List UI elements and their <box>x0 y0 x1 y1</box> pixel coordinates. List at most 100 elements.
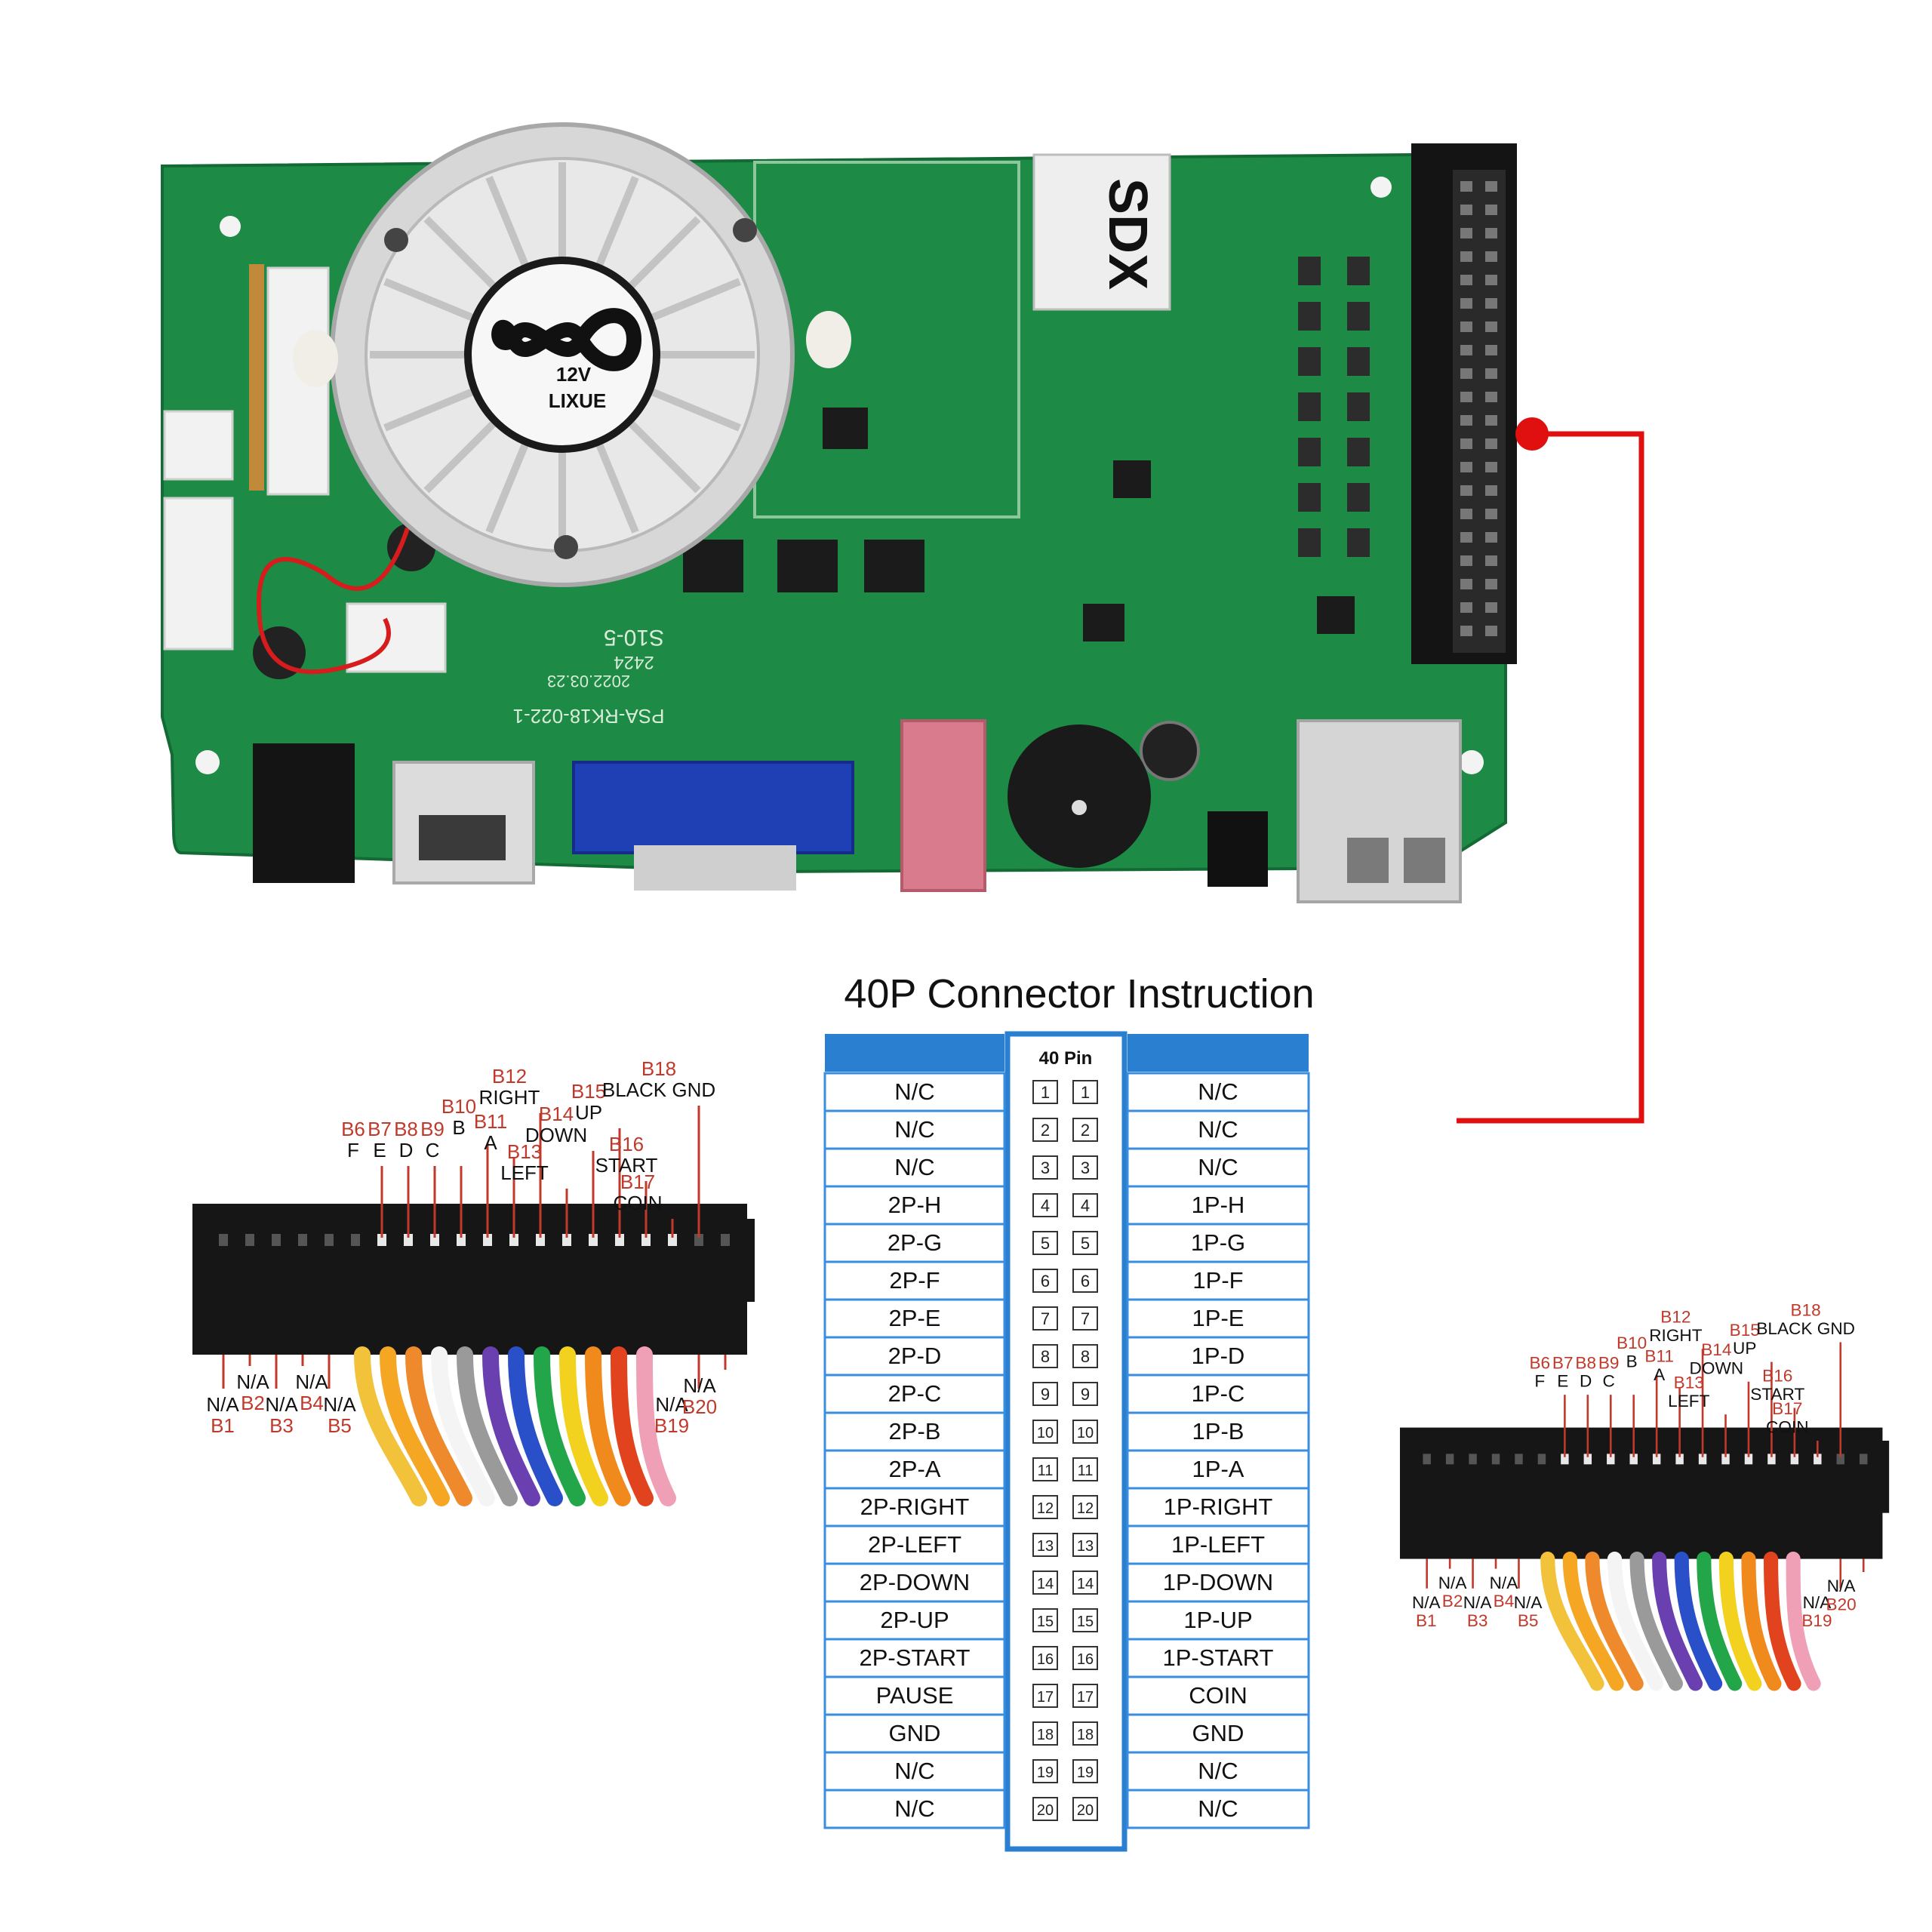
pin-code-label: B15 <box>1730 1321 1760 1340</box>
ic-chip <box>777 540 838 592</box>
connector-pin <box>589 1234 598 1246</box>
pin-code-label: B4 <box>300 1392 324 1414</box>
pin-code-label: B18 <box>641 1057 676 1080</box>
pin-box-left <box>1032 1797 1058 1821</box>
pin-box-right <box>1072 1571 1098 1595</box>
screw-icon <box>384 228 408 252</box>
screw-icon <box>554 535 578 559</box>
connector-pin <box>1469 1454 1477 1465</box>
header-pin <box>1460 602 1472 613</box>
ic-chip <box>1317 596 1355 634</box>
connector-pin <box>404 1234 413 1246</box>
pin-code-label: B10 <box>1617 1334 1647 1352</box>
table-cell-right <box>1126 1298 1310 1339</box>
wire <box>405 1346 472 1506</box>
audio-jack <box>900 719 986 892</box>
pin-name-label: BLACK GND <box>1756 1319 1855 1338</box>
table-cell-right <box>1126 1260 1310 1301</box>
volume-knob <box>1008 724 1151 868</box>
table-cell-left <box>823 1336 1006 1377</box>
cooling-fan: 12V LIXUE <box>293 122 851 587</box>
pin-name-label: A <box>1654 1365 1666 1384</box>
wire <box>1540 1552 1604 1691</box>
table-right-label: 1P-H <box>1192 1192 1245 1218</box>
resistor-bank <box>1298 257 1370 557</box>
pin-name-label: RIGHT <box>479 1086 540 1109</box>
pin-box-left <box>1032 1080 1058 1104</box>
header-pin <box>1485 462 1497 472</box>
header-pin <box>1485 555 1497 566</box>
header-pin <box>1460 485 1472 496</box>
pin-number: 3 <box>1041 1158 1050 1177</box>
table-right-label: N/C <box>1198 1154 1238 1180</box>
table-right-label: 1P-UP <box>1183 1607 1252 1633</box>
connector-tab <box>740 1219 755 1302</box>
header-pin <box>1485 532 1497 543</box>
header-pin <box>1460 368 1472 379</box>
wire <box>1652 1552 1703 1691</box>
connector-pin <box>1675 1454 1684 1465</box>
connector-pin <box>1537 1454 1546 1465</box>
table-cell-left <box>823 1789 1006 1829</box>
pin-number: 16 <box>1077 1651 1094 1668</box>
table-cell-left <box>823 1675 1006 1716</box>
table-left-label: 2P-D <box>888 1343 942 1369</box>
table-right-label: N/C <box>1198 1078 1238 1105</box>
connector-pin <box>1445 1454 1454 1465</box>
connector-pin <box>1652 1454 1661 1465</box>
wire <box>1607 1552 1663 1691</box>
header-pin <box>1485 368 1497 379</box>
pin-name-label: DOWN <box>525 1124 587 1146</box>
wire <box>1718 1552 1762 1691</box>
pin-box-left <box>1032 1646 1058 1670</box>
pin-code-label: B19 <box>1801 1611 1832 1630</box>
table-left-label: N/C <box>894 1154 934 1180</box>
pin-number: 8 <box>1041 1347 1050 1366</box>
pin-number: 4 <box>1081 1196 1090 1215</box>
pin-number: 15 <box>1077 1614 1094 1630</box>
table-left-label: 2P-START <box>860 1644 971 1671</box>
pin-number: 10 <box>1077 1425 1094 1441</box>
pin-name-label: N/A <box>1803 1593 1832 1612</box>
ic-chip <box>823 408 868 449</box>
header-pin <box>1485 251 1497 262</box>
connector-pin <box>325 1234 334 1246</box>
fan-voltage-text: 12V <box>556 363 592 386</box>
header-pin <box>1460 298 1472 309</box>
table-left-label: PAUSE <box>876 1682 954 1709</box>
table-header-left <box>825 1034 1004 1072</box>
knob-dot <box>1072 800 1087 815</box>
pin-name-label: N/A <box>295 1371 328 1393</box>
pin-name-label: B <box>1626 1352 1638 1371</box>
pin-code-label: B7 <box>1552 1353 1574 1372</box>
connector-pin <box>1698 1454 1707 1465</box>
pin-name-label: F <box>1534 1372 1545 1391</box>
connector-pin <box>1607 1454 1615 1465</box>
header-pin <box>1460 321 1472 332</box>
pin-name-label: N/A <box>683 1374 716 1397</box>
pin-number: 13 <box>1077 1538 1094 1555</box>
header-pin <box>1460 579 1472 589</box>
table-left-label: 2P-UP <box>880 1607 949 1633</box>
pin-code-label: B5 <box>328 1414 352 1437</box>
wire <box>636 1346 676 1506</box>
pin-name-label: N/A <box>236 1371 269 1393</box>
pin-code-label: B2 <box>1442 1592 1463 1611</box>
header-pin <box>1485 438 1497 449</box>
connector-body <box>1400 1427 1883 1559</box>
connector-pin <box>1767 1454 1776 1465</box>
pin-number: 10 <box>1037 1425 1054 1441</box>
usb-slot <box>1404 838 1445 883</box>
pin-name-label: A <box>484 1131 497 1154</box>
pin-box-left <box>1032 1457 1058 1481</box>
table-right-label: 1P-START <box>1163 1644 1274 1671</box>
